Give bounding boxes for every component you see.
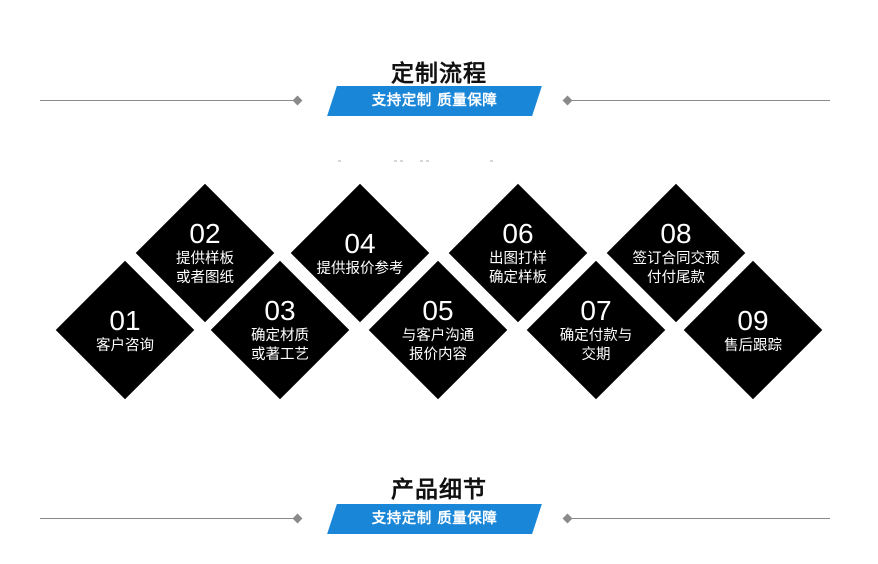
step-label: 签订合同交预 付付尾款: [632, 251, 720, 286]
step-number: 03: [264, 295, 296, 326]
step-label: 确定付款与 交期: [559, 328, 633, 363]
step-label: 售后跟踪: [724, 337, 782, 354]
step-number: 01: [109, 304, 141, 336]
step-label: 确定材质 或著工艺: [251, 328, 309, 363]
step-number: 05: [422, 295, 454, 326]
step-number: 06: [502, 218, 534, 249]
step-number: 09: [737, 304, 769, 336]
divider-left-diamond-2: [292, 513, 303, 524]
section-title-process: 定制流程: [391, 61, 487, 87]
step-number: 08: [660, 218, 692, 249]
divider-left: [40, 100, 298, 101]
divider-left-diamond: [292, 95, 303, 106]
step-label: 与客户沟通 报价内容: [401, 328, 475, 363]
banner-text: 支持定制 质量保障: [371, 93, 498, 109]
divider-left-2: [40, 518, 298, 519]
step-number: 04: [344, 227, 376, 259]
divider-right-2: [568, 518, 830, 519]
banner-text-2: 支持定制 质量保障: [371, 511, 498, 527]
step-label: 客户咨询: [96, 337, 154, 354]
section-title-details: 产品细节: [391, 477, 487, 503]
divider-right: [568, 100, 830, 101]
step-label: 提供报价参考: [316, 260, 404, 277]
step-label: 出图打样 确定样板: [489, 251, 547, 286]
step-number: 07: [580, 295, 612, 326]
step-label: 提供样板 或者图纸: [176, 251, 234, 286]
faint-artifact: [330, 158, 530, 164]
step-number: 02: [189, 218, 221, 249]
